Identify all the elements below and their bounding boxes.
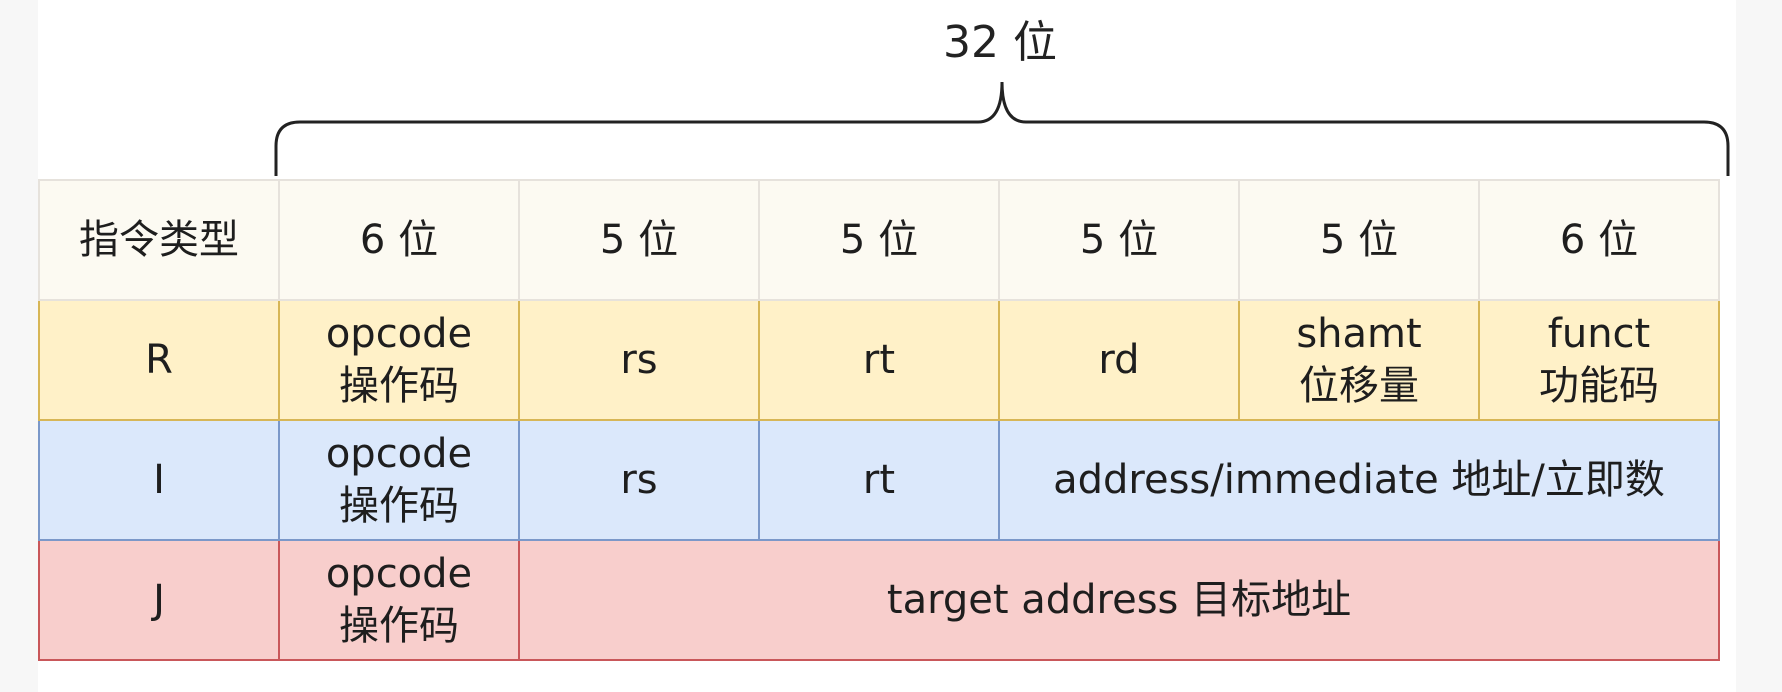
r-rs-cell: rs — [518, 299, 760, 421]
total-bits-label: 32 位 — [943, 17, 1057, 68]
r-rt-cell: rt — [758, 299, 1000, 421]
i-opcode-en: opcode — [325, 431, 473, 477]
header-width-rs: 5 位 — [518, 179, 760, 301]
bit-span-brace — [274, 81, 1730, 176]
j-type-row: J opcode 操作码 target address 目标地址 — [38, 539, 1720, 661]
r-funct-en: funct — [1547, 311, 1651, 357]
r-rd-cell: rd — [998, 299, 1240, 421]
i-immediate-cell: address/immediate 地址/立即数 — [998, 419, 1720, 541]
r-opcode-cell: opcode 操作码 — [278, 299, 520, 421]
r-type-row: R opcode 操作码 rs rt rd shamt 位移量 funct 功能码 — [38, 299, 1720, 421]
r-shamt-zh: 位移量 — [1299, 363, 1419, 409]
header-width-shamt: 5 位 — [1238, 179, 1480, 301]
i-type-row: I opcode 操作码 rs rt address/immediate 地址/立… — [38, 419, 1720, 541]
header-row: 指令类型 6 位 5 位 5 位 5 位 5 位 6 位 — [38, 179, 1720, 301]
j-target-address-cell: target address 目标地址 — [518, 539, 1720, 661]
r-shamt-en: shamt — [1296, 311, 1422, 357]
i-type-label: I — [38, 419, 280, 541]
r-shamt-cell: shamt 位移量 — [1238, 299, 1480, 421]
i-rs-cell: rs — [518, 419, 760, 541]
i-rt-cell: rt — [758, 419, 1000, 541]
r-opcode-zh: 操作码 — [339, 363, 459, 409]
i-opcode-cell: opcode 操作码 — [278, 419, 520, 541]
header-width-rt: 5 位 — [758, 179, 1000, 301]
i-opcode-zh: 操作码 — [339, 483, 459, 529]
header-width-rd: 5 位 — [998, 179, 1240, 301]
r-funct-zh: 功能码 — [1539, 363, 1659, 409]
instruction-format-table: 指令类型 6 位 5 位 5 位 5 位 5 位 6 位 R opcode 操作码… — [38, 179, 1720, 661]
j-type-label: J — [38, 539, 280, 661]
j-opcode-cell: opcode 操作码 — [278, 539, 520, 661]
header-width-opcode: 6 位 — [278, 179, 520, 301]
r-type-label: R — [38, 299, 280, 421]
header-width-funct: 6 位 — [1478, 179, 1720, 301]
header-type-cell: 指令类型 — [38, 179, 280, 301]
j-opcode-zh: 操作码 — [339, 603, 459, 649]
r-opcode-en: opcode — [325, 311, 473, 357]
r-funct-cell: funct 功能码 — [1478, 299, 1720, 421]
j-opcode-en: opcode — [325, 551, 473, 597]
brace-path — [274, 81, 1730, 176]
